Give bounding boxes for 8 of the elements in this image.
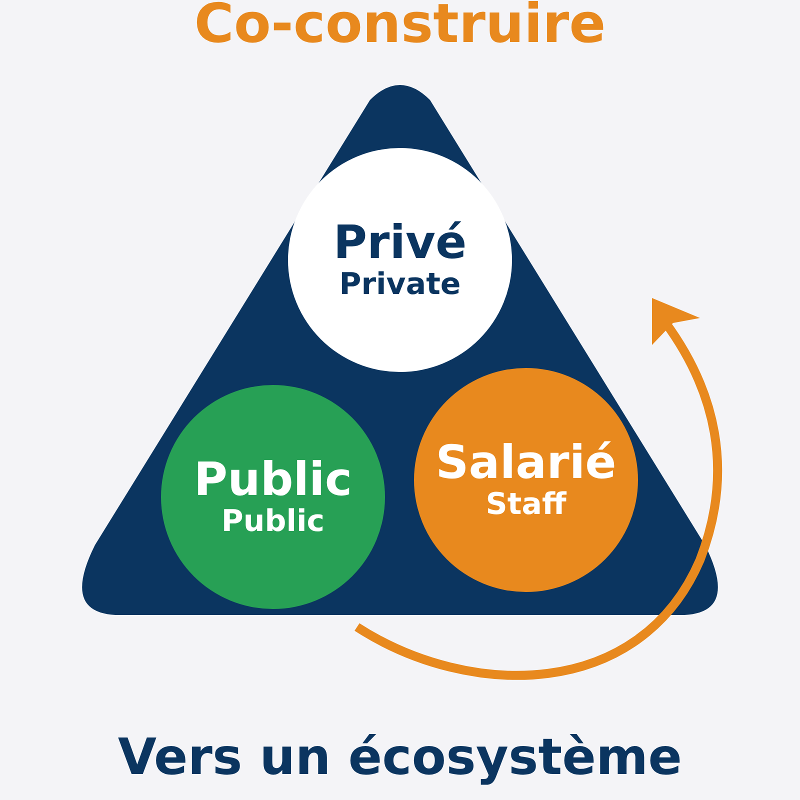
node-heading: Privé [333, 216, 467, 268]
node-subtitle: Private [339, 267, 461, 304]
caption: Vers un écosystème [116, 728, 684, 786]
node-heading: Public [194, 454, 352, 504]
node-heading: Salarié [436, 436, 616, 488]
title: Co-construire [193, 0, 607, 55]
node-subtitle: Public [221, 504, 325, 540]
node-subtitle: Staff [486, 487, 566, 524]
